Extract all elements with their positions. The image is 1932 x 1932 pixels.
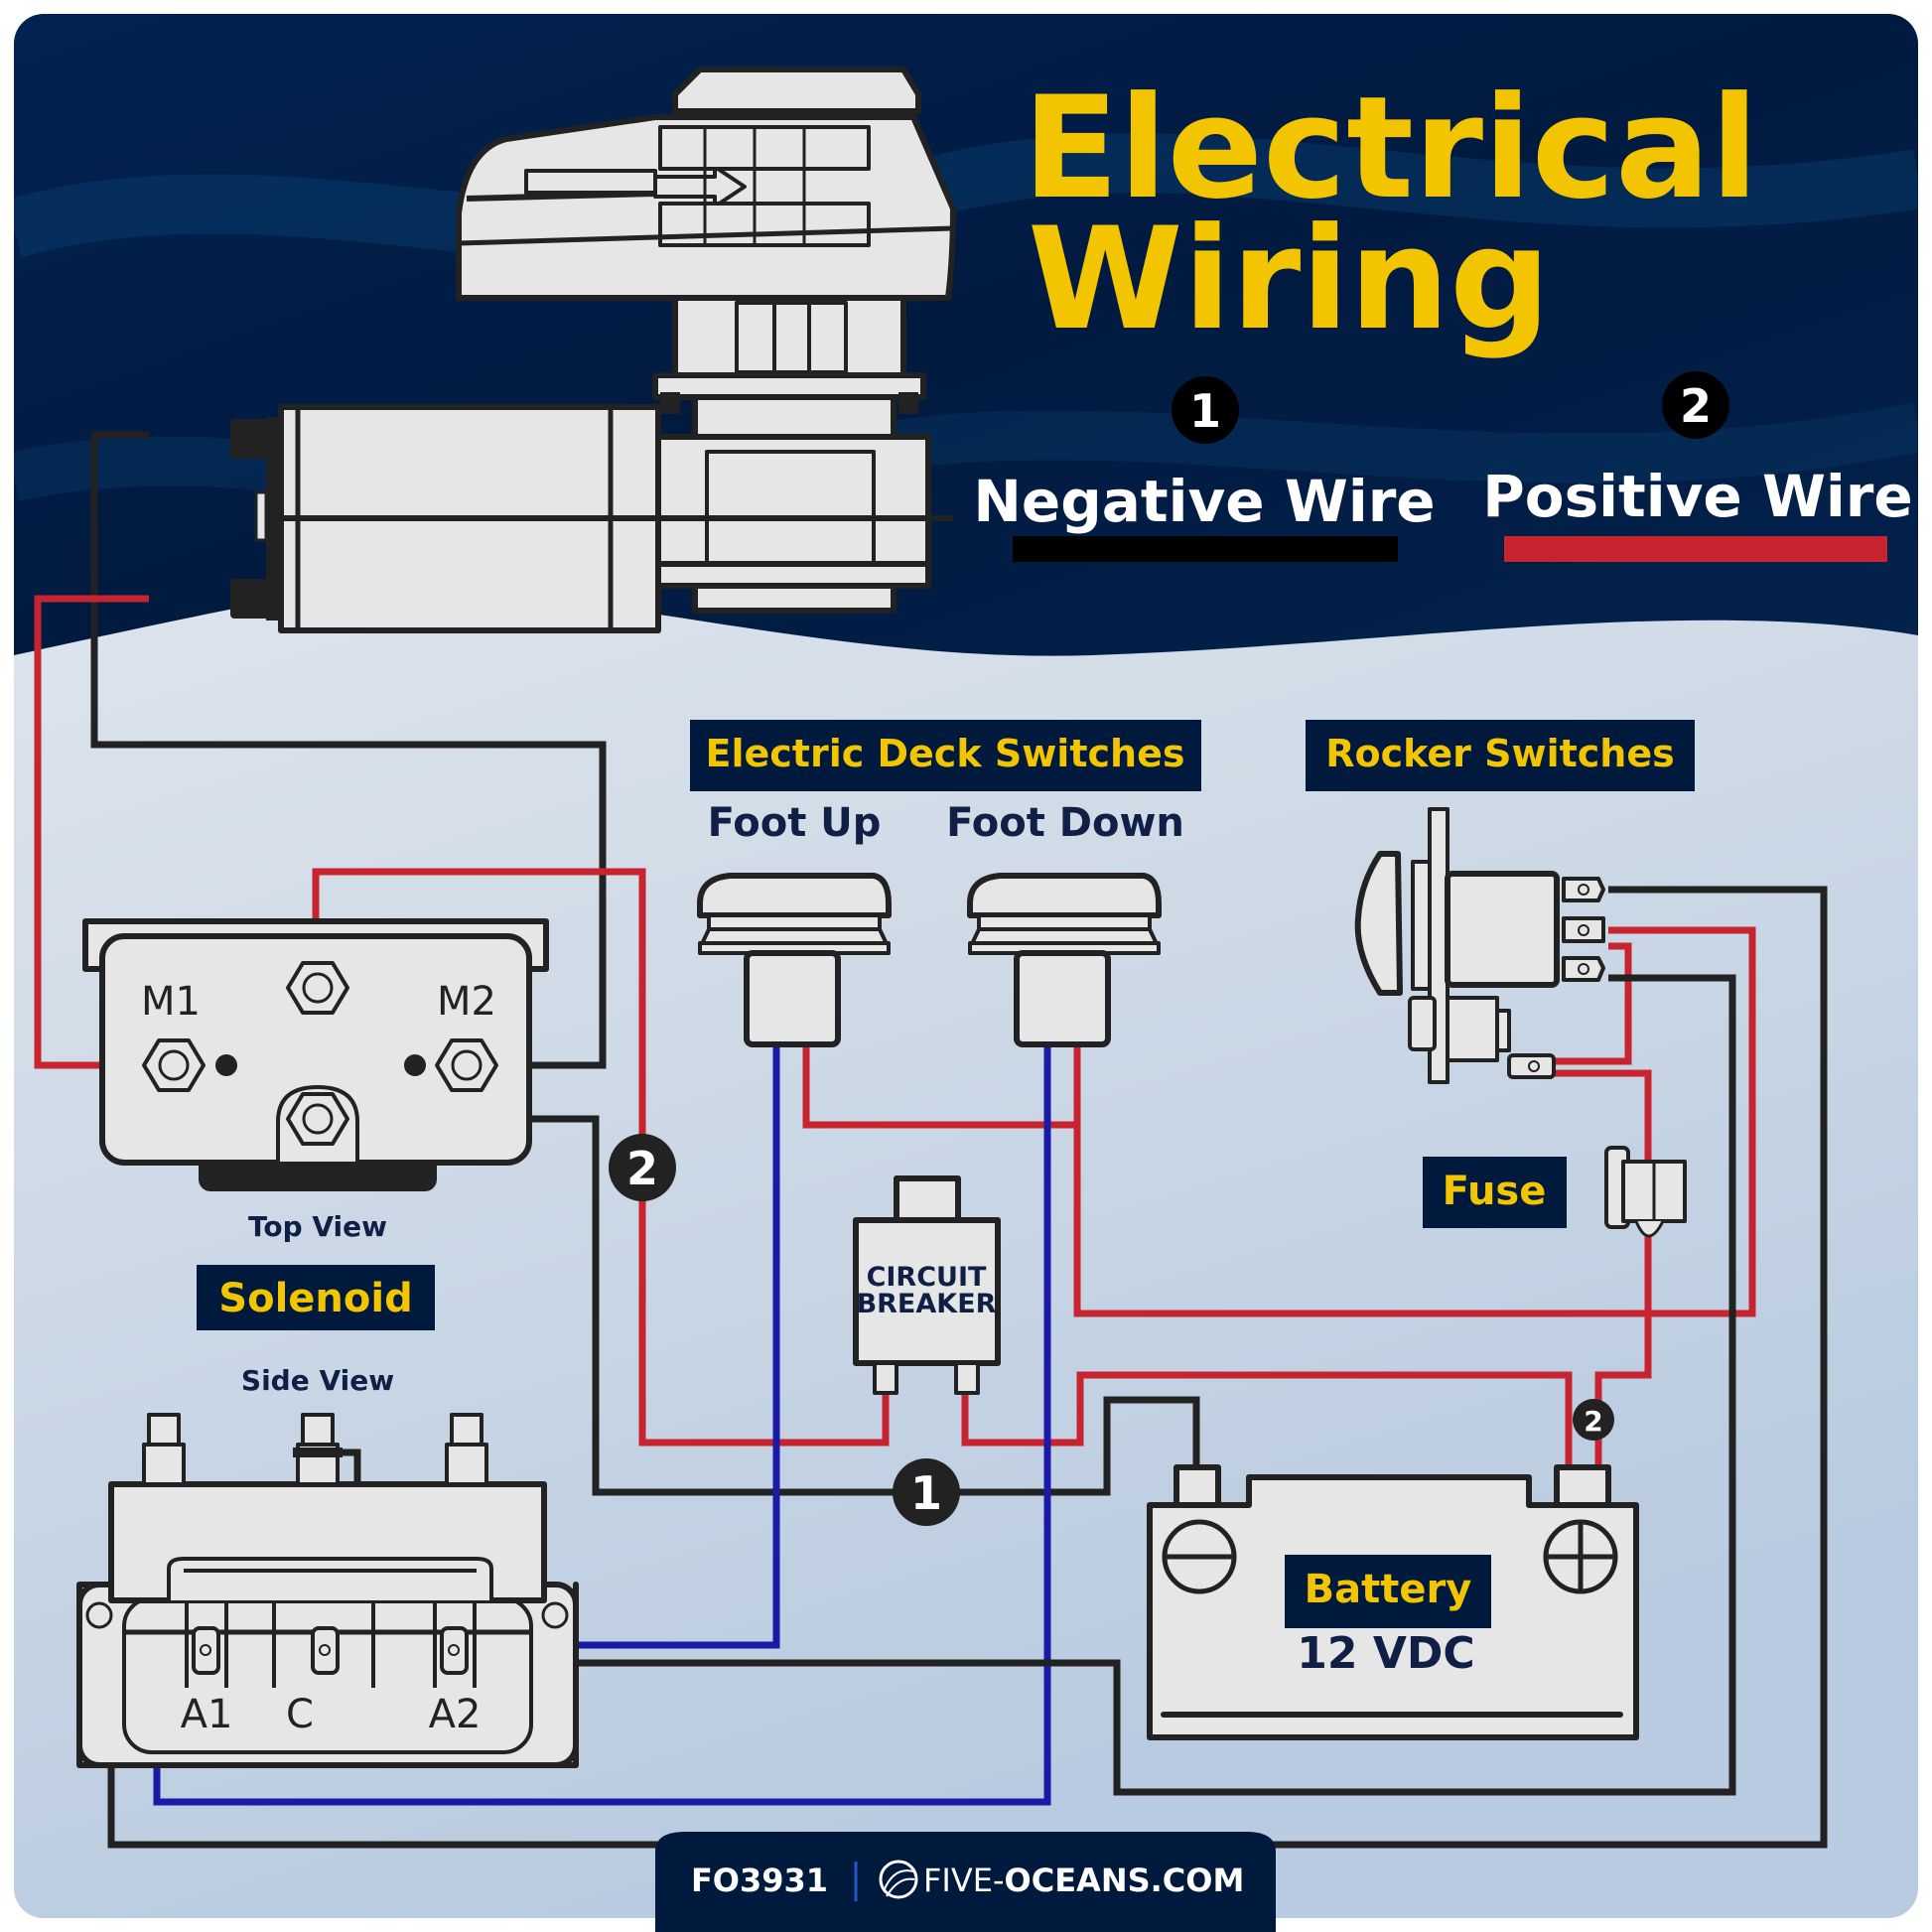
- solenoid-terminal-bottom: [286, 1092, 349, 1146]
- windlass-illustration: [230, 67, 956, 633]
- marker-number: 2: [1584, 1405, 1602, 1438]
- footer-brand-bold: OCEANS.COM: [1005, 1862, 1245, 1899]
- spade-c: [311, 1626, 340, 1675]
- wire-motor-to-m2: [90, 431, 607, 1069]
- label-a1: A1: [181, 1692, 233, 1737]
- spade-a1: [192, 1626, 220, 1675]
- solenoid-terminal-m2: [435, 1038, 498, 1092]
- solenoid-side-view-label: Side View: [241, 1364, 394, 1397]
- label-c: C: [286, 1692, 314, 1737]
- wire-solenoid-ground: [338, 1115, 1200, 1496]
- foot-up-label: Foot Up: [708, 800, 882, 846]
- label-m2: M2: [437, 979, 496, 1025]
- battery-tag: [1285, 1555, 1491, 1628]
- battery: Battery 12 VDC: [1147, 1464, 1639, 1740]
- solenoid-terminal-m1: [142, 1038, 206, 1092]
- legend-negative-swatch: [1013, 536, 1398, 562]
- wire-marker-2-battery: 2: [1573, 1399, 1614, 1441]
- rocker-switch: [1354, 807, 1605, 1084]
- wire-marker-2-solenoid: 2: [609, 1134, 676, 1201]
- legend-positive: 2 Positive Wire: [1482, 371, 1913, 562]
- rocker-switches-tag: [1306, 720, 1695, 791]
- battery-title: Battery: [1305, 1567, 1472, 1612]
- rocker-switches-title: Rocker Switches: [1325, 732, 1675, 775]
- legend-positive-number: 2: [1680, 379, 1712, 433]
- wire-foot-up-pos: [802, 1044, 1077, 1129]
- label-a2: A2: [429, 1692, 482, 1737]
- fuse-tag: [1423, 1157, 1567, 1228]
- legend-negative-number: 1: [1189, 384, 1221, 438]
- battery-negative-symbol: [1162, 1519, 1237, 1594]
- breaker-line-1: CIRCUIT: [867, 1262, 987, 1293]
- wire-breaker-to-battery: [961, 1371, 1573, 1469]
- deck-switches-tag: [690, 720, 1201, 791]
- spade-a2: [440, 1626, 469, 1675]
- battery-positive-symbol: [1543, 1519, 1618, 1594]
- solenoid-top-view: M1 M2: [82, 918, 549, 1191]
- battery-voltage: 12 VDC: [1297, 1628, 1474, 1679]
- foot-down-label: Foot Down: [946, 800, 1184, 846]
- deck-switches-title: Electric Deck Switches: [706, 732, 1185, 775]
- wire-marker-1-ground: 1: [893, 1458, 960, 1526]
- solenoid-terminal-top: [286, 961, 349, 1015]
- legend-positive-swatch: [1504, 536, 1887, 562]
- footer-code: FO3931: [691, 1862, 828, 1899]
- legend-positive-marker: [1662, 371, 1729, 439]
- solenoid-title: Solenoid: [218, 1276, 412, 1321]
- legend-positive-label: Positive Wire: [1482, 463, 1913, 530]
- legend-negative: 1 Negative Wire: [973, 376, 1436, 562]
- solenoid-top-view-label: Top View: [248, 1210, 387, 1243]
- title-line-1: Electrical: [1023, 67, 1758, 230]
- footer-brand[interactable]: FIVE-OCEANS.COM: [923, 1862, 1244, 1899]
- stud-a2: [445, 1413, 488, 1486]
- breaker-line-2: BREAKER: [857, 1289, 997, 1319]
- legend-negative-label: Negative Wire: [973, 468, 1435, 535]
- stud-a1: [142, 1413, 186, 1486]
- solenoid-tag: [197, 1265, 435, 1330]
- foot-up-switch: [697, 873, 892, 1047]
- marker-number: 1: [910, 1466, 942, 1520]
- title-line-2: Wiring: [1028, 198, 1551, 361]
- footer: FO3931 FIVE-OCEANS.COM: [655, 1832, 1276, 1932]
- wire-rocker-jumper: [1554, 942, 1632, 1065]
- five-oceans-logo-icon: [879, 1860, 918, 1899]
- marker-number: 2: [626, 1142, 658, 1195]
- stud-c: [293, 1413, 343, 1486]
- label-m1: M1: [141, 979, 201, 1025]
- fuse-title: Fuse: [1443, 1169, 1547, 1214]
- wire-rocker-bottom-neg: [467, 974, 1736, 1796]
- footer-brand-light: FIVE-: [923, 1862, 1005, 1899]
- fuse: [1604, 1146, 1687, 1238]
- legend-negative-marker: [1172, 376, 1239, 444]
- wire-foot-down-pos: [1073, 926, 1756, 1317]
- circuit-breaker: CIRCUIT BREAKER: [853, 1175, 1001, 1395]
- foot-down-switch: [967, 873, 1162, 1047]
- solenoid-side-view: A1 C A2: [76, 1413, 579, 1768]
